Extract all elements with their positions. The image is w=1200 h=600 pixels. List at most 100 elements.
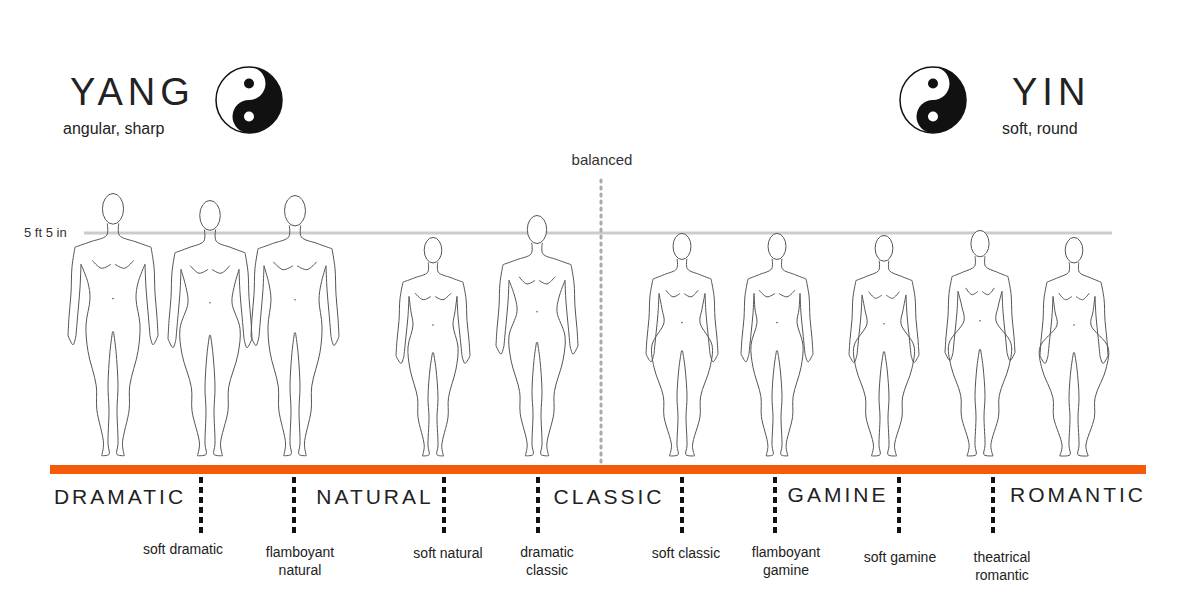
subtype-name: flamboyant natural <box>258 543 342 579</box>
figure-stroke <box>1048 296 1053 355</box>
subtype-name: theatrical romantic <box>963 548 1041 584</box>
figure-stroke <box>692 293 712 455</box>
figure-stroke <box>953 291 958 352</box>
spectrum-bar <box>50 465 1146 474</box>
figure-stroke <box>683 351 695 456</box>
body-figure <box>168 201 252 456</box>
figure-stroke <box>711 279 718 354</box>
body-figure <box>68 194 158 456</box>
figure-navel <box>883 323 885 325</box>
body-figures <box>68 194 1109 457</box>
body-figure <box>1039 237 1109 456</box>
tick-mark <box>991 477 995 536</box>
figure-head <box>971 230 989 256</box>
figure-stroke <box>1008 277 1015 353</box>
figure-stroke <box>251 336 259 345</box>
figure-stroke <box>651 293 671 455</box>
type-name: NATURAL <box>316 483 433 510</box>
figure-stroke <box>259 266 264 337</box>
figure-stroke <box>1076 293 1089 300</box>
tick-marks <box>201 477 993 536</box>
figure-stroke <box>175 230 205 253</box>
yin-yang-symbol <box>900 67 966 133</box>
figure-head <box>768 233 786 259</box>
figure-navel <box>979 320 981 322</box>
figure-stroke <box>331 336 339 345</box>
figure-stroke <box>982 288 994 295</box>
figure-navel <box>432 324 434 326</box>
type-name: CLASSIC <box>554 483 665 510</box>
figure-stroke <box>856 261 880 281</box>
figure-stroke <box>894 295 914 456</box>
figure-stroke <box>1002 291 1007 352</box>
figure-stroke <box>686 259 711 279</box>
figure-stroke <box>332 249 339 337</box>
figure-stroke <box>251 249 258 337</box>
figure-stroke <box>122 264 145 455</box>
figure-stroke <box>168 253 175 339</box>
figure-head <box>424 237 442 263</box>
figure-stroke <box>1059 293 1072 300</box>
figure-stroke <box>300 225 332 249</box>
figure-stroke <box>849 355 857 363</box>
figure-stroke <box>570 346 578 354</box>
figure-stroke <box>264 266 286 456</box>
subtype-name: soft dramatic <box>143 540 223 558</box>
figure-stroke <box>92 260 111 268</box>
body-figure <box>396 237 470 455</box>
subheading: soft, round <box>1002 119 1078 140</box>
tick-mark <box>199 477 203 536</box>
figure-stroke <box>786 293 803 455</box>
body-figure <box>945 230 1015 456</box>
height-line <box>84 232 1112 235</box>
figure-head <box>285 196 306 226</box>
tick-mark <box>536 477 540 536</box>
figure-stroke <box>437 262 463 282</box>
figure-stroke <box>741 279 748 354</box>
figure-head <box>102 194 123 225</box>
figure-stroke <box>145 264 150 335</box>
heading-yang: YANG <box>70 68 195 117</box>
figure-stroke <box>180 269 200 455</box>
figure-stroke <box>197 335 209 456</box>
figure-stroke <box>886 292 899 299</box>
figure-stroke <box>168 339 176 348</box>
figure-stroke <box>1078 262 1101 282</box>
figure-stroke <box>435 293 451 300</box>
figure-navel <box>1073 324 1075 326</box>
subtype-name: soft classic <box>652 544 720 562</box>
subtype-name: flamboyant gamine <box>744 543 828 579</box>
subheading: angular, sharp <box>63 119 164 140</box>
figure-stroke <box>211 335 223 456</box>
figure-stroke <box>748 259 773 279</box>
figure-stroke <box>1047 262 1070 282</box>
figure-stroke <box>273 262 293 270</box>
figure-stroke <box>403 262 429 282</box>
figure-stroke <box>1060 353 1074 457</box>
figure-stroke <box>1075 353 1089 457</box>
figure-stroke <box>284 333 295 456</box>
figure-stroke <box>496 346 504 354</box>
figure-stroke <box>948 291 969 456</box>
figure-stroke <box>806 279 813 354</box>
figure-stroke <box>853 295 873 456</box>
tick-mark <box>680 477 684 536</box>
figure-stroke <box>150 336 158 345</box>
figure-stroke <box>952 256 975 276</box>
figure-stroke <box>212 266 230 274</box>
figure-stroke <box>396 356 404 364</box>
figure-stroke <box>503 243 532 265</box>
balanced-divider <box>600 180 603 462</box>
figure-stroke <box>463 282 470 356</box>
figure-stroke <box>151 247 158 335</box>
figure-stroke <box>654 293 659 353</box>
figure-stroke <box>326 266 331 337</box>
figure-stroke <box>751 293 768 455</box>
heading-yin: YIN <box>1012 68 1090 117</box>
height-label: 5 ft 5 in <box>24 225 67 242</box>
figure-stroke <box>81 264 104 455</box>
figure-stroke <box>542 243 571 265</box>
figure-stroke <box>396 282 403 356</box>
figure-head <box>1065 237 1083 263</box>
